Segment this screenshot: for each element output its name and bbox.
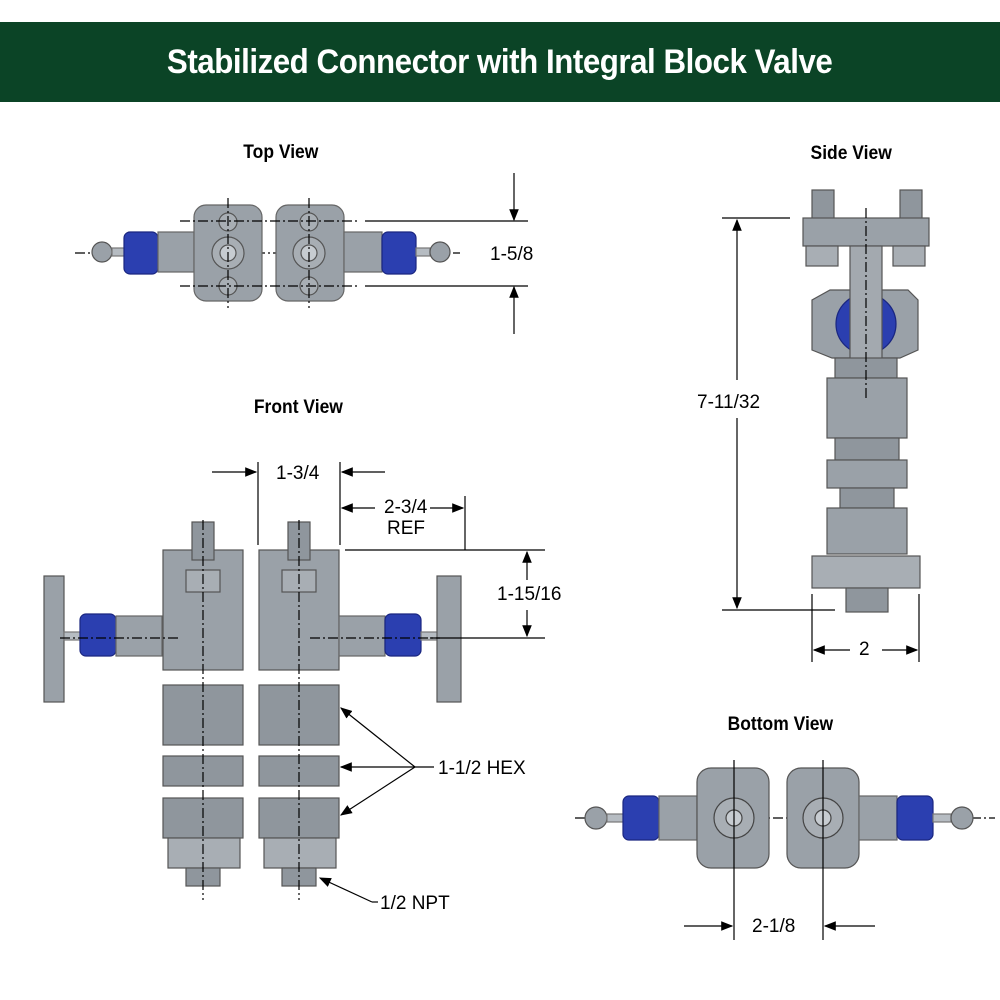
hex-nut [826,459,908,489]
handle-knob-right [429,241,451,263]
hex-nut [826,507,908,555]
blue-cap-right [381,231,417,275]
npt-callout: 1/2 NPT [380,893,450,914]
top-view-drawing [75,173,528,334]
top-height-dimension: 1-5/8 [490,244,534,265]
page-title: Stabilized Connector with Integral Block… [167,42,833,81]
side-width-dimension: 2 [859,639,870,660]
title-banner: Stabilized Connector with Integral Block… [0,22,1000,102]
blue-cap-left [79,613,117,657]
hex-nut [826,377,908,439]
blue-cap-right [384,613,422,657]
front-handle-height-dimension: 1-15/16 [497,584,562,605]
front-handle-reach-dimension: 2-3/4 [384,497,428,518]
side-view-drawing [722,189,930,662]
blue-cap-right [896,795,934,841]
blue-cap-left [622,795,660,841]
front-center-spacing-dimension: 1-3/4 [276,463,320,484]
leader-arrow [340,707,416,768]
hex-callout: 1-1/2 HEX [438,758,526,779]
front-ref-note: REF [387,518,425,539]
bottom-view-drawing [575,760,995,940]
front-view-title: Front View [253,397,343,418]
front-view-drawing [43,462,545,903]
side-height-dimension: 7-11/32 [697,392,761,413]
handle-right [436,575,462,703]
leader-arrow [318,877,373,903]
blue-cap-left [123,231,159,275]
flange-bottom [811,555,921,589]
side-view-title: Side View [810,143,892,164]
handle-knob-left [91,241,113,263]
bottom-center-spacing-dimension: 2-1/8 [752,916,796,937]
bottom-view-title: Bottom View [727,714,834,735]
leader-arrow [339,766,416,816]
top-view-title: Top View [243,142,319,163]
handle-left [43,575,65,703]
